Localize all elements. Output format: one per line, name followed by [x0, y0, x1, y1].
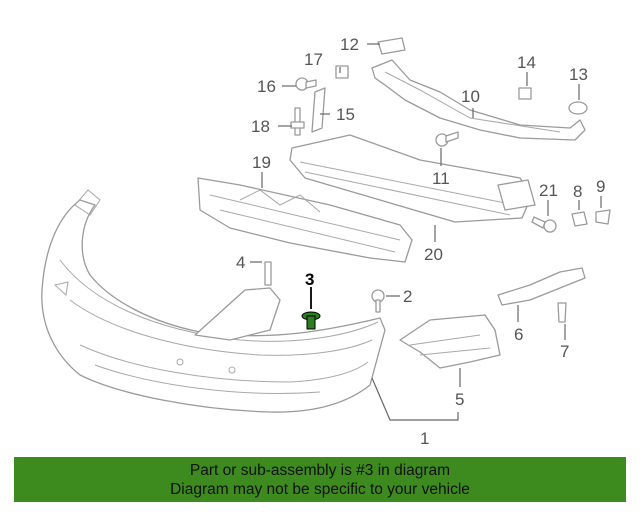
banner-line-part-info: Part or sub-assembly is #3 in diagram — [189, 462, 451, 479]
callout-15: 15 — [336, 105, 355, 124]
deflector-part[interactable] — [194, 287, 501, 369]
support-bracket-part[interactable] — [371, 59, 586, 141]
callout-16: 16 — [257, 77, 276, 96]
callout-11: 11 — [432, 169, 450, 188]
fasteners — [264, 37, 611, 323]
callout-9: 9 — [596, 177, 605, 196]
leader-lines — [250, 43, 602, 421]
callout-14: 14 — [517, 53, 536, 72]
energy-absorber-part[interactable] — [197, 177, 413, 263]
callout-8: 8 — [573, 182, 582, 201]
callout-4: 4 — [236, 253, 245, 272]
callout-5: 5 — [455, 390, 464, 409]
callout-2: 2 — [403, 287, 412, 306]
info-banner: Part or sub-assembly is #3 in diagram Di… — [14, 457, 626, 502]
callout-13: 13 — [569, 65, 588, 84]
callout-21: 21 — [539, 181, 558, 200]
impact-bar-part[interactable] — [289, 134, 536, 223]
side-bracket-part[interactable] — [497, 267, 586, 306]
callout-7: 7 — [560, 342, 569, 361]
callout-17: 17 — [304, 50, 323, 69]
push-pin-part-3[interactable] — [301, 311, 321, 330]
callout-labels: 1 2 3 4 5 6 7 8 9 10 11 12 13 14 15 16 1… — [236, 35, 605, 448]
callout-3: 3 — [305, 270, 314, 289]
callout-10: 10 — [461, 87, 480, 106]
callout-20: 20 — [424, 245, 443, 264]
callout-12: 12 — [340, 35, 359, 54]
callout-19: 19 — [252, 153, 271, 172]
callout-1: 1 — [420, 429, 429, 448]
callout-6: 6 — [514, 325, 523, 344]
banner-line-disclaimer: Diagram may not be specific to your vehi… — [170, 481, 470, 498]
callout-18: 18 — [251, 117, 270, 136]
parts-diagram: 1 2 3 4 5 6 7 8 9 10 11 12 13 14 15 16 1… — [41, 35, 611, 448]
